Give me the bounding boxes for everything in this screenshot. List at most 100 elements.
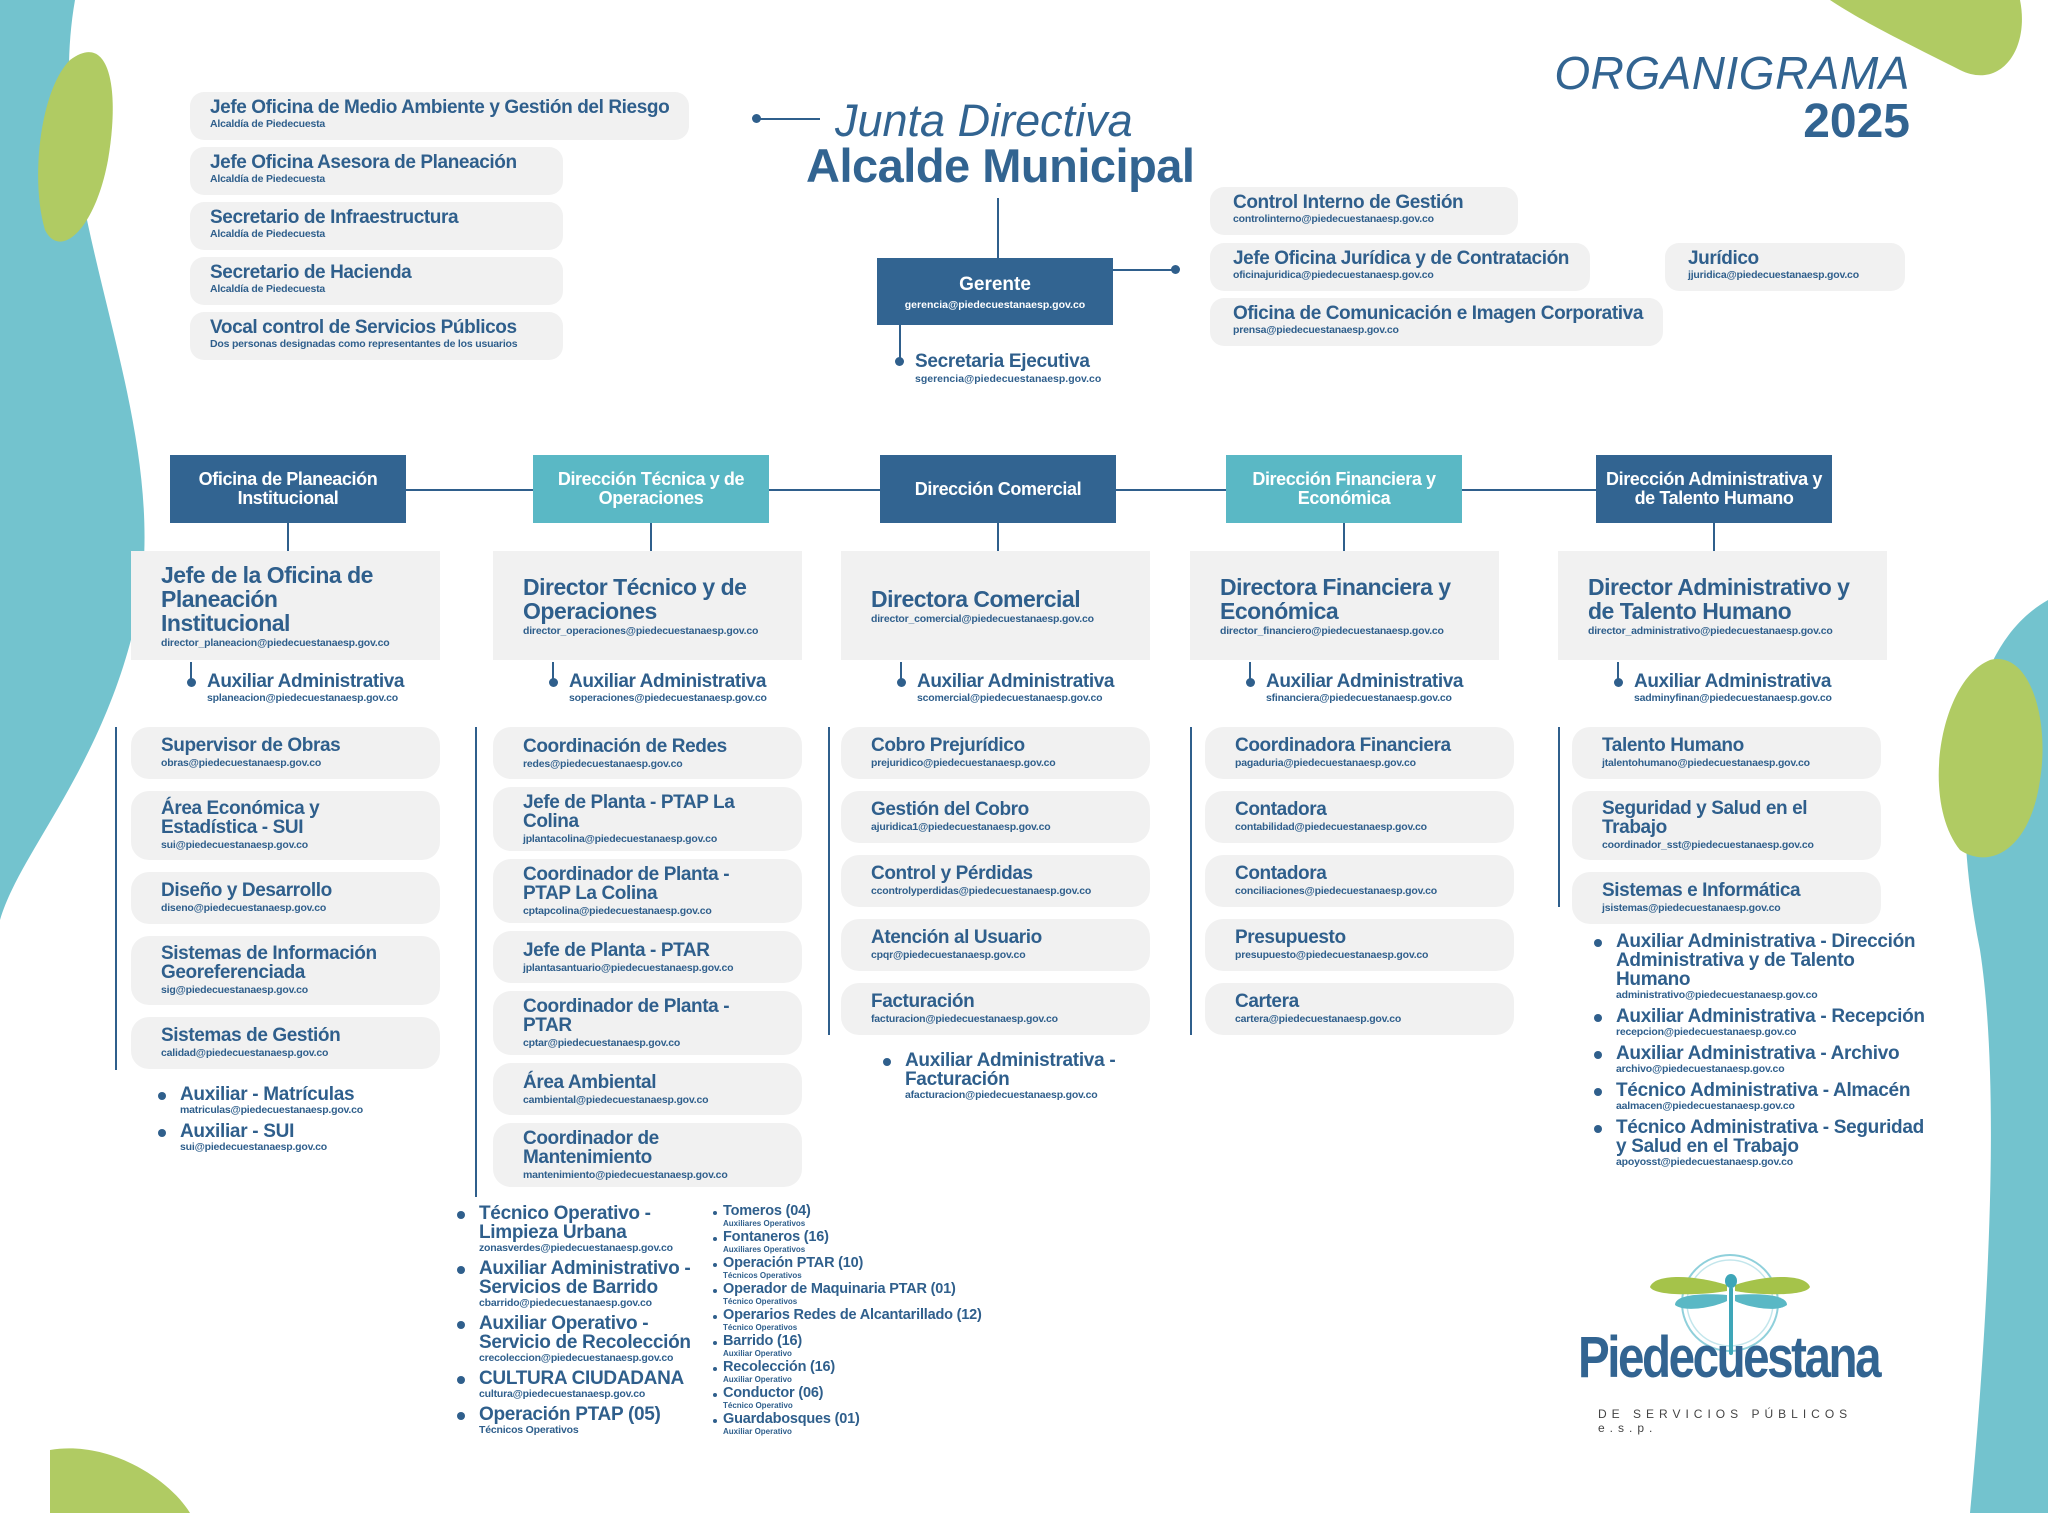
unit-email: ccontrolyperdidas@piedecuestanaesp.gov.c…	[871, 885, 1092, 897]
board-member-subtitle: Alcaldía de Piedecuesta	[210, 283, 326, 295]
title-organigrama: ORGANIGRAMA	[1554, 47, 1910, 99]
staff-role: Técnico Operativos	[723, 1323, 798, 1332]
units-vertical-line	[1190, 727, 1192, 1035]
aux-email: splaneacion@piedecuestanaesp.gov.co	[207, 692, 398, 704]
department-header: Dirección Administrativa y de Talento Hu…	[1596, 455, 1832, 523]
board-member-title: Secretario de Hacienda	[210, 262, 412, 283]
unit-title: Cobro Prejurídico	[871, 735, 1025, 756]
unit-title: Contadora	[1235, 863, 1327, 884]
bullet-email: zonasverdes@piedecuestanaesp.gov.co	[479, 1242, 673, 1254]
bullet-list: Auxiliar Administrativa - Dirección Admi…	[1572, 932, 1932, 1174]
bullet-email: Técnicos Operativos	[479, 1424, 579, 1436]
director-title: Directora Comercial	[871, 585, 1081, 612]
units-vertical-line	[475, 727, 477, 1197]
aux-title: Auxiliar Administrativa	[569, 671, 767, 692]
unit-title: Gestión del Cobro	[871, 799, 1029, 820]
director-title: Jefe de la Oficina de Planeación Institu…	[161, 561, 373, 636]
department-header: Dirección Técnica y de Operaciones	[533, 455, 769, 523]
bullet-email: cultura@piedecuestanaesp.gov.co	[479, 1388, 646, 1400]
board-member-title: Jefe Oficina de Medio Ambiente y Gestión…	[210, 97, 670, 118]
unit-title: Área Económica y Estadística - SUI	[161, 798, 320, 838]
junta-gerente-line	[997, 198, 999, 258]
advisor-title: Control Interno de Gestión	[1233, 192, 1464, 213]
bullet-title: Auxiliar Administrativa - Recepción	[1616, 1006, 1925, 1027]
bullet-item: Operación PTAP (05)Técnicos Operativos	[455, 1405, 705, 1436]
unit-title: Facturación	[871, 991, 975, 1012]
bullet-item: Auxiliar Operativo - Servicio de Recolec…	[455, 1314, 705, 1364]
director-box: Jefe de la Oficina de Planeación Institu…	[131, 551, 440, 660]
staff-item: Recolección (16)Auxiliar Operativo	[712, 1360, 1012, 1385]
advisor-title: Jefe Oficina Jurídica y de Contratación	[1233, 248, 1570, 269]
bullet-title: Auxiliar Administrativa - Facturación	[905, 1050, 1116, 1090]
chart-title: ORGANIGRAMA 2025	[1554, 48, 1910, 146]
bullet-title: Auxiliar - Matrículas	[180, 1084, 355, 1105]
unit-title: Jefe de Planta - PTAP La Colina	[523, 792, 735, 832]
unit-email: jplantacolina@piedecuestanaesp.gov.co	[523, 833, 718, 845]
units-vertical-line	[828, 727, 830, 1035]
aux-email: soperaciones@piedecuestanaesp.gov.co	[569, 692, 767, 704]
bullet-email: aalmacen@piedecuestanaesp.gov.co	[1616, 1100, 1795, 1112]
board-member-subtitle: Alcaldía de Piedecuesta	[210, 228, 326, 240]
bullet-email: crecoleccion@piedecuestanaesp.gov.co	[479, 1352, 674, 1364]
board-member-subtitle: Alcaldía de Piedecuesta	[210, 173, 326, 185]
bullet-item: Técnico Administrativa - Seguridad y Sal…	[1592, 1118, 1932, 1168]
unit-email: obras@piedecuestanaesp.gov.co	[161, 757, 322, 769]
aux-title: Auxiliar Administrativa	[917, 671, 1115, 692]
department-header: Dirección Comercial	[880, 455, 1116, 523]
bullet-email: recepcion@piedecuestanaesp.gov.co	[1616, 1026, 1797, 1038]
staff-role: Técnicos Operativos	[723, 1271, 802, 1280]
unit-title: Sistemas e Informática	[1602, 880, 1801, 901]
bullet-item: Auxiliar Administrativo - Servicios de B…	[455, 1259, 705, 1309]
unit-email: calidad@piedecuestanaesp.gov.co	[161, 1047, 329, 1059]
aux-email: sfinanciera@piedecuestanaesp.gov.co	[1266, 692, 1452, 704]
unit-title: Coordinadora Financiera	[1235, 735, 1451, 756]
director-email: director_operaciones@piedecuestanaesp.go…	[523, 624, 759, 637]
board-member-subtitle: Alcaldía de Piedecuesta	[210, 118, 326, 130]
bullet-title: Técnico Administrativa - Seguridad y Sal…	[1616, 1117, 1924, 1157]
staff-title: Operación PTAR (10)	[723, 1255, 864, 1271]
unit-title: Jefe de Planta - PTAR	[523, 939, 710, 961]
advisor-box: Oficina de Comunicación e Imagen Corpora…	[1210, 298, 1663, 346]
secretaria-ejecutiva: Secretaria Ejecutiva sgerencia@piedecues…	[915, 351, 1101, 385]
aux-title: Auxiliar Administrativa	[1266, 671, 1464, 692]
staff-title: Operador de Maquinaria PTAR (01)	[723, 1281, 956, 1297]
unit-email: cartera@piedecuestanaesp.gov.co	[1235, 1013, 1402, 1025]
staff-title: Fontaneros (16)	[723, 1229, 829, 1245]
unit-title: Supervisor de Obras	[161, 735, 341, 756]
aux-email: sadminyfinan@piedecuestanaesp.gov.co	[1634, 692, 1832, 704]
aux-dot	[549, 678, 558, 687]
staff-item: Fontaneros (16)Auxiliares Operativos	[712, 1230, 1012, 1255]
board-member-subtitle: Dos personas designadas como representan…	[210, 338, 518, 350]
logo-tagline: DE SERVICIOS PÚBLICOS e.s.p.	[1598, 1407, 1853, 1435]
unit-title: Área Ambiental	[523, 1071, 657, 1093]
unit-email: conciliaciones@piedecuestanaesp.gov.co	[1235, 885, 1438, 897]
bullet-title: Operación PTAP (05)	[479, 1404, 661, 1425]
unit-title: Contadora	[1235, 799, 1327, 820]
board-member-title: Vocal control de Servicios Públicos	[210, 317, 517, 338]
unit-email: jplantasantuario@piedecuestanaesp.gov.co	[523, 961, 734, 974]
